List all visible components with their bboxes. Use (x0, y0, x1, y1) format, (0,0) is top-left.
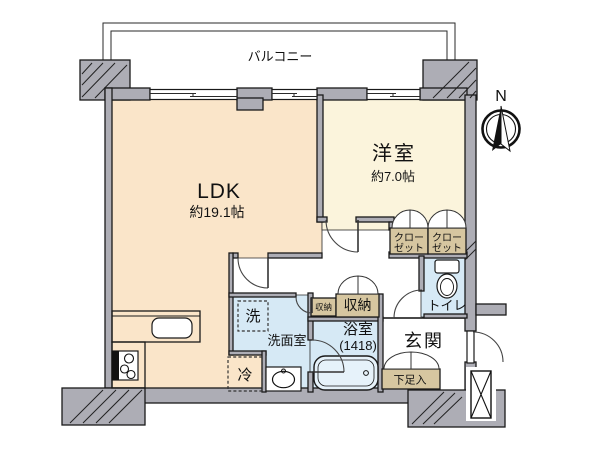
toilet-label: トイレ (427, 298, 466, 313)
washer-label: 洗 (245, 308, 260, 325)
western-room-floor (321, 95, 469, 231)
bathroom-label: 浴室 (343, 321, 373, 338)
washing-machine-box (237, 300, 269, 332)
closet-box-left (389, 227, 429, 255)
closet-right-label-line1: クロー (432, 232, 462, 244)
balcony-outline (102, 22, 456, 62)
balcony-label: バルコニー (248, 49, 313, 64)
ldk-label: LDK (197, 180, 241, 203)
bathroom-size-label: (1418) (339, 338, 377, 353)
sliding-windows (149, 88, 421, 101)
kitchen-sink (151, 317, 193, 339)
window-western-room (366, 88, 421, 101)
kitchen-counter (111, 310, 201, 389)
western-room-size-label: 約7.0帖 (371, 169, 415, 184)
north-label: N (495, 88, 507, 105)
entrance-label: 玄関 (404, 331, 444, 351)
stove-icon (111, 350, 139, 381)
washbasin-icon (265, 366, 302, 392)
western-room-label: 洋室 (372, 142, 416, 165)
bathtub-icon (313, 355, 379, 391)
closet-left-label-line1: クロー (394, 232, 424, 244)
storage-small-label: 収納 (315, 302, 332, 312)
window-ldk-left (149, 88, 238, 101)
wall-hatch-marks (69, 61, 477, 425)
compass-icon: N (481, 88, 521, 153)
walls (61, 59, 507, 428)
toilet-icon (434, 259, 460, 299)
pipe-shaft-x (466, 367, 496, 421)
storage-boxes (310, 227, 467, 390)
washroom-label: 洗面室 (267, 333, 306, 348)
window-ldk-right (271, 88, 318, 101)
fridge-label: 冷 (237, 367, 252, 384)
closet-left-label-line2: ゼット (394, 243, 424, 255)
closet-box-right (427, 227, 467, 255)
front-door (466, 330, 504, 364)
double-door-swings (337, 209, 467, 370)
closet-right-label-line2: ゼット (432, 243, 462, 255)
ldk-size-label: 約19.1帖 (189, 204, 244, 220)
refrigerator-box (227, 356, 263, 392)
shoe-cabinet-label: 下足入 (394, 375, 427, 387)
storage-large-label: 収納 (344, 297, 372, 313)
door-swings (237, 219, 504, 373)
